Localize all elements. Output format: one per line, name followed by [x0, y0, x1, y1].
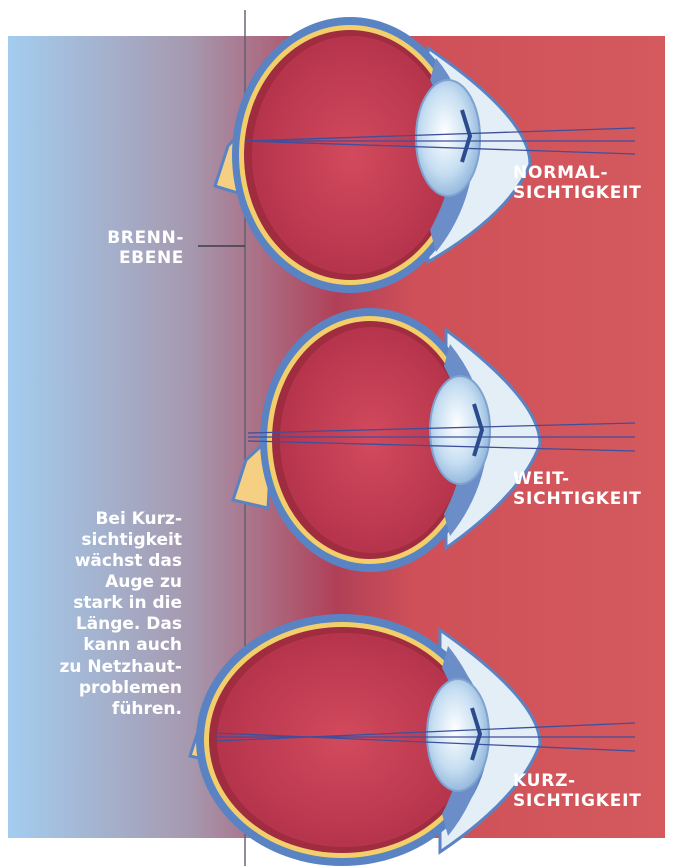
label-line: SICHTIGKEIT	[513, 792, 642, 812]
note-line: zu Netzhaut-	[59, 657, 182, 678]
note-line: Auge zu	[59, 572, 182, 593]
note-line: stark in die	[59, 593, 182, 614]
label-line: NORMAL-	[513, 164, 642, 184]
label-line: SICHTIGKEIT	[513, 490, 642, 510]
label-normalsichtigkeit: NORMAL- SICHTIGKEIT	[513, 164, 642, 203]
note-line: führen.	[59, 699, 182, 720]
label-line: BRENN-	[107, 229, 184, 249]
label-kurzsichtigkeit: KURZ- SICHTIGKEIT	[513, 772, 642, 811]
label-line: WEIT-	[513, 470, 642, 490]
note-line: problemen	[59, 678, 182, 699]
label-weitsichtigkeit: WEIT- SICHTIGKEIT	[513, 470, 642, 509]
label-brennebene: BRENN- EBENE	[107, 229, 184, 268]
label-line: EBENE	[107, 249, 184, 269]
note-line: wächst das	[59, 551, 182, 572]
label-line: SICHTIGKEIT	[513, 184, 642, 204]
myopia-note: Bei Kurz- sichtigkeit wächst das Auge zu…	[59, 509, 182, 720]
note-line: Bei Kurz-	[59, 509, 182, 530]
label-line: KURZ-	[513, 772, 642, 792]
note-line: kann auch	[59, 635, 182, 656]
note-line: Länge. Das	[59, 614, 182, 635]
note-line: sichtigkeit	[59, 530, 182, 551]
